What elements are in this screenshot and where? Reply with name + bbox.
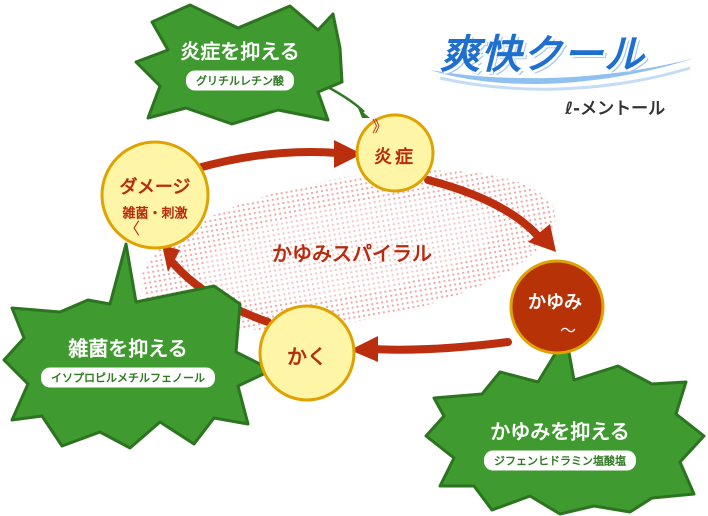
node-itch [509,259,605,355]
mist-swoosh-icon [439,66,691,91]
burst-inflammation [134,3,344,126]
remedy-itch-ingredient-pill: ジフェンヒドラミン塩酸塩 [484,450,636,471]
node-inflammation [355,113,435,193]
arrow-damage-to-inflammation [194,148,342,172]
brand-subtitle: ℓ-メントール [565,99,666,119]
node-inflammation-label: 炎症 [374,147,416,168]
remedy-germs-ingredient-pill: イソプロピルメチルフェノール [41,367,215,388]
burst-germs [2,242,274,450]
remedy-germs-title: 雑菌を抑える [68,336,188,361]
spiral-ellipse-highlight [200,198,496,302]
node-inflammation-mark: 》 [372,117,388,136]
connector-arrowhead [358,108,370,118]
node-damage-mark: 〈 [124,219,140,238]
remedy-inflammation-ingredient-pill: グリチルレチン酸 [186,70,294,91]
remedy-itch-ingredient: ジフェンヒドラミン塩酸塩 [484,450,636,471]
brand-title: 爽快クール [440,32,645,78]
spiral-label: かゆみスパイラル [272,241,432,266]
node-scratch-label: かく [287,344,327,369]
arrowhead-damage [162,245,180,272]
node-damage [100,140,210,250]
spiral-ellipse [140,170,556,330]
node-itch-label: かゆみ [528,292,582,313]
arrowhead-scratch [350,336,378,362]
node-itch-mark: 〜 [560,321,576,340]
arrowhead-inflammation [334,140,362,168]
mist-swoosh-icon [430,58,695,84]
arrowhead-itch [528,224,556,252]
remedy-inflammation-ingredient: グリチルレチン酸 [186,70,294,91]
node-damage-detail: 雑菌・刺激 [122,206,188,222]
arrow-itch-to-scratch [368,338,512,354]
remedy-inflammation-title: 炎症を抑える [180,39,300,64]
remedy-germs-ingredient: イソプロピルメチルフェノール [41,367,215,388]
node-scratch [258,304,356,402]
remedy-itch-title: かゆみを抑える [490,419,630,444]
node-damage-label: ダメージ [119,177,191,198]
arrow-inflammation-to-itch [424,176,542,240]
